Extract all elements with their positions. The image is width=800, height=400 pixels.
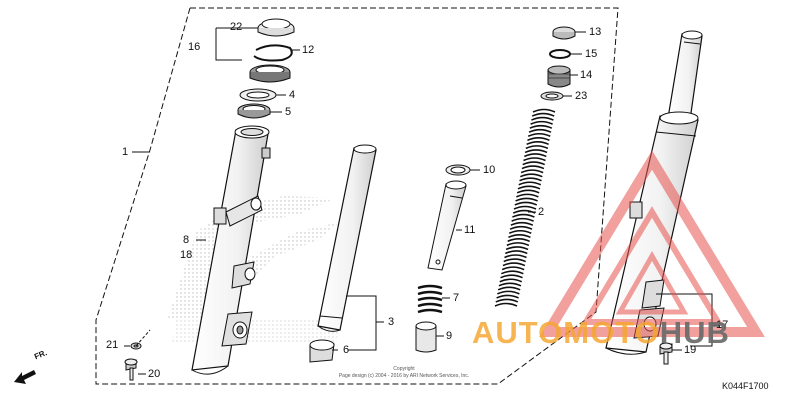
callout-3: 3 [388,316,395,328]
part-11-fork-piston [427,180,467,271]
callout-4: 4 [289,89,296,101]
bracket-16 [215,27,248,61]
part-13-cap [552,26,576,40]
copyright-notice: Page design (c) 2004 - 2016 by ARI Netwo… [338,373,470,379]
callout-7: 7 [453,292,460,304]
part-23-washer [540,91,564,101]
frame-left-edge [95,7,191,385]
callout-2: 2 [538,206,545,218]
callout-12: 12 [302,44,315,56]
part-20-bolt [124,358,138,381]
part-5-bushing [237,103,271,119]
watermark-text: AUTOMOTOHUB [472,315,730,351]
callout-17: 17 [716,319,729,331]
callout-19: 19 [684,344,697,356]
bracket-3 [346,295,377,351]
callout-5: 5 [285,106,292,118]
fr-arrow [14,370,36,384]
watermark-part-a: AUTOMOTO [472,315,660,350]
callout-14: 14 [580,69,593,81]
callout-15: 15 [585,48,598,60]
part-19-bolt [659,342,673,365]
part-22-seal [257,18,295,37]
copyright-title: Copyright [393,366,415,372]
callout-11: 11 [464,224,476,236]
callout-9: 9 [446,330,453,342]
part-17-fork-assembly [605,30,703,355]
callout-10: 10 [483,164,496,176]
diagram-code: K044F1700 [722,381,769,391]
callout-13: 13 [589,26,602,38]
part-4-washer [239,88,277,102]
part-16-oil-seal [249,64,291,83]
part-2-fork-spring [494,108,556,307]
part-10-ring [445,164,471,176]
callout-16: 16 [188,41,201,53]
part-6-guide [309,339,335,363]
callout-22: 22 [230,21,243,33]
callout-6: 6 [343,344,350,356]
watermark-emblem [539,150,765,337]
part-8-fork-slider [191,125,271,375]
callout-1: 1 [122,146,129,158]
part-15-o-ring [549,49,571,59]
spring-coils [494,108,556,307]
part-9-oil-lock-piece [415,321,437,353]
callout-21: 21 [106,339,119,351]
part-12-snap-ring [253,44,293,62]
callout-20: 20 [148,368,161,380]
callout-23: 23 [575,90,588,102]
callout-8: 8 [183,234,190,246]
part-7-rebound-spring [417,284,443,314]
part-14-spring-seat [547,65,571,88]
callout-18: 18 [180,249,193,261]
assembly-frame [150,7,619,385]
watermark-part-b: HUB [659,315,730,350]
part-3-fork-pipe [317,144,377,332]
